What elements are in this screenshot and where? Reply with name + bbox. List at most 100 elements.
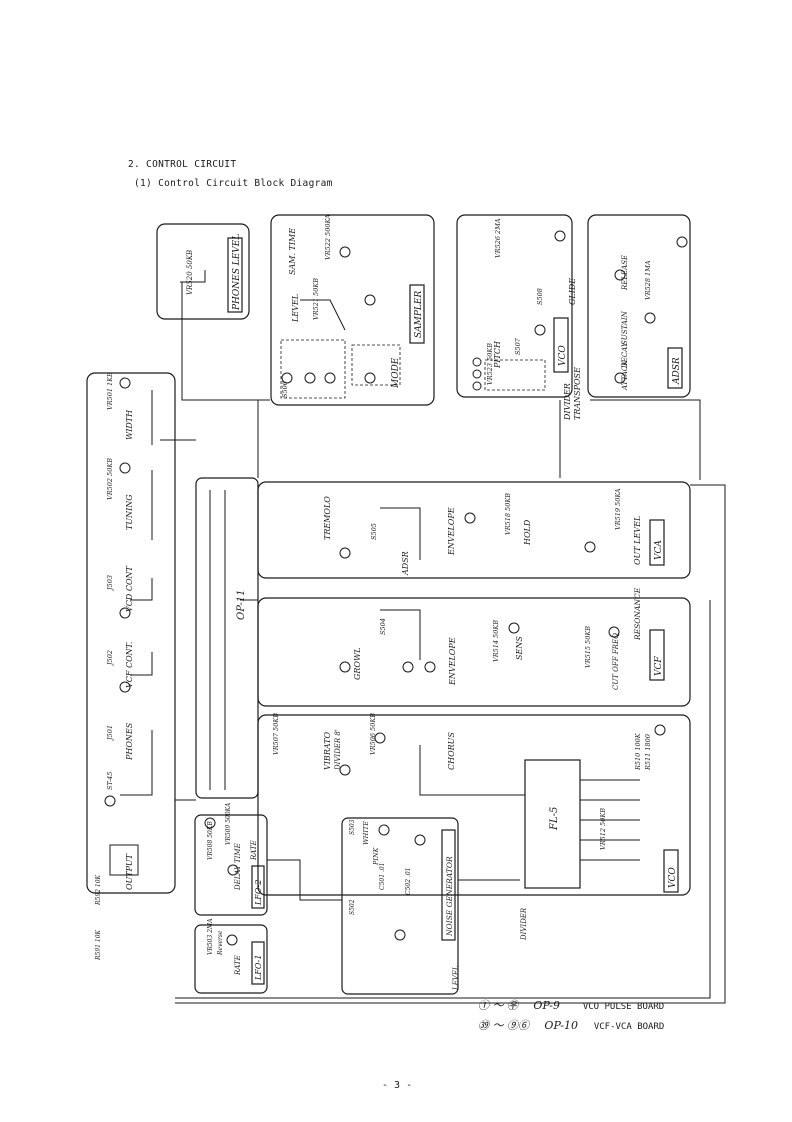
output-label: OUTPUT	[125, 853, 134, 890]
fl5-block	[524, 759, 581, 889]
vr518-label: VR518 50KB	[504, 493, 512, 535]
transpose-label: TRANSPOSE	[573, 367, 582, 420]
lfo1-label: LFO-1	[254, 954, 263, 981]
adsr-label: ADSR	[672, 357, 682, 385]
phones-label: PHONES	[125, 722, 134, 761]
vr514-label: VR514 50KB	[492, 620, 500, 662]
pitch-label: PITCH	[493, 340, 502, 369]
s502-label: S502	[349, 899, 356, 915]
vco-bottom-block	[257, 714, 691, 896]
legend-desc-1: VCO PULSE BOARD	[582, 1002, 665, 1012]
envelope-label: ENVELOPE	[447, 507, 456, 556]
vco-bottom-label: VCO	[668, 867, 678, 888]
st45-label: ST-45	[106, 772, 114, 790]
vr519-label: VR519 50KA	[614, 488, 622, 530]
r592-label: R592 10K	[95, 874, 102, 906]
phones-level-block	[156, 223, 250, 320]
vr509-label: VR509 500KA	[225, 802, 232, 845]
s507-label: S507	[514, 337, 522, 355]
vr507-label: VR507 50KB	[272, 713, 280, 755]
sustain-label: SUSTAIN	[621, 310, 629, 345]
left-panel-block	[86, 372, 176, 894]
level2-label: LEVEL	[452, 965, 460, 991]
delay-time-label: DELAY TIME	[234, 843, 242, 891]
vr515-label: VR515 50KB	[584, 626, 592, 668]
sampler-level-label: LEVEL	[291, 294, 300, 323]
lfo2-label: LFO-2	[254, 879, 263, 906]
sam-time-label: SAM. TIME	[288, 228, 297, 275]
r591-label: R591 10K	[95, 929, 102, 961]
vr522-label: VR522 500KA	[324, 214, 332, 260]
c502-label: C502 .01	[405, 868, 412, 896]
divider2-label: DIVIDER	[520, 907, 528, 941]
vr512-label: VR512 50KB	[599, 808, 607, 850]
vcd-cont-label: VCD CONT	[125, 565, 134, 612]
noise-generator-label: NOISE GENERATOR	[445, 856, 454, 937]
s505-label: S505	[370, 523, 378, 540]
glide-label: GLIDE	[568, 278, 577, 305]
page-number: - 3 -	[382, 1080, 413, 1091]
divider-top-label: DIVIDER	[563, 383, 572, 421]
sens-label: SENS	[515, 636, 524, 660]
s504-label: S504	[379, 618, 387, 635]
tuning-label: TUNING	[125, 494, 134, 530]
vibrato-label: VIBRATO	[323, 731, 332, 770]
r511-label: R511 1800	[644, 734, 652, 771]
width-label: WIDTH	[125, 409, 134, 440]
phones-level-label: PHONES LEVEL	[232, 234, 242, 311]
vco-top-block	[456, 214, 573, 398]
envelope2-label: ENVELOPE	[448, 637, 457, 686]
adsr-block	[587, 214, 691, 398]
vcf-cont-label: VCF CONT.	[125, 642, 134, 688]
lfo1-block	[194, 924, 268, 994]
rate-label: RATE	[250, 840, 258, 861]
growl-label: GROWL	[353, 647, 362, 680]
vr506-label: VR506 50KB	[369, 713, 377, 755]
resonance-label: RESONANCE	[633, 587, 642, 641]
cutoff-label: CUT OFF FREQ	[612, 633, 620, 690]
legend-desc-2: VCF-VCA BOARD	[593, 1022, 665, 1032]
pink-label: PINK	[372, 846, 380, 866]
s506-label: S506	[281, 381, 289, 398]
divider8-label: DIVIDER 8'	[334, 729, 342, 771]
legend-range-1: ① 〜 ㉾	[478, 999, 518, 1012]
s503-label: S503	[349, 819, 356, 835]
vcf-label: VCF	[654, 656, 664, 676]
j503-label: J503	[106, 575, 114, 592]
legend-op-1: OP-9	[533, 999, 560, 1012]
tremolo-label: TREMOLO	[323, 496, 332, 540]
adsr-switch-label: ADSR	[401, 551, 410, 576]
section-title: 2. CONTROL CIRCUIT	[128, 159, 237, 170]
rate2-label: RATE	[234, 955, 242, 976]
white-label: WHITE	[362, 821, 370, 845]
s508-label: S508	[536, 288, 544, 305]
lfo2-block	[194, 814, 268, 916]
vcf-block	[257, 597, 691, 707]
mode-label: MODE	[391, 357, 401, 389]
decay-label: DECAY	[621, 341, 629, 369]
fl5-label: FL-5	[549, 807, 560, 831]
legend-row-2: ㊴ 〜 ⑨⑥ OP-10 VCF-VCA BOARD	[478, 1017, 664, 1033]
legend-row-1: ① 〜 ㉾ OP-9 VCO PULSE BOARD	[478, 997, 664, 1013]
vr528-label: VR528 1MA	[644, 260, 652, 300]
vr521-label: VR521 50KB	[312, 278, 320, 320]
sampler-block	[270, 214, 435, 406]
out-level-label: OUT LEVEL	[633, 516, 642, 565]
hold-label: HOLD	[523, 519, 532, 546]
op11-label: OP-11	[236, 590, 247, 620]
vr526-label: VR526 2MA	[494, 218, 502, 258]
legend-op-2: OP-10	[544, 1019, 578, 1032]
subsection-title: (1) Control Circuit Block Diagram	[134, 178, 333, 189]
vr523-label: VR523 50KB	[486, 343, 494, 385]
vr520-label: VR520 50KB	[186, 250, 194, 295]
j502-label: J502	[106, 650, 114, 667]
op11-block	[195, 477, 259, 799]
j501-label: J501	[106, 725, 114, 742]
sampler-label: SAMPLER	[414, 291, 424, 338]
c501-label: C501 .01	[379, 863, 386, 891]
chorus-label: CHORUS	[447, 732, 456, 770]
vco-top-label: VCO	[558, 345, 568, 366]
vr502-label: VR502 50KB	[106, 458, 114, 500]
vr508-label: VR508 50KB	[207, 821, 214, 860]
